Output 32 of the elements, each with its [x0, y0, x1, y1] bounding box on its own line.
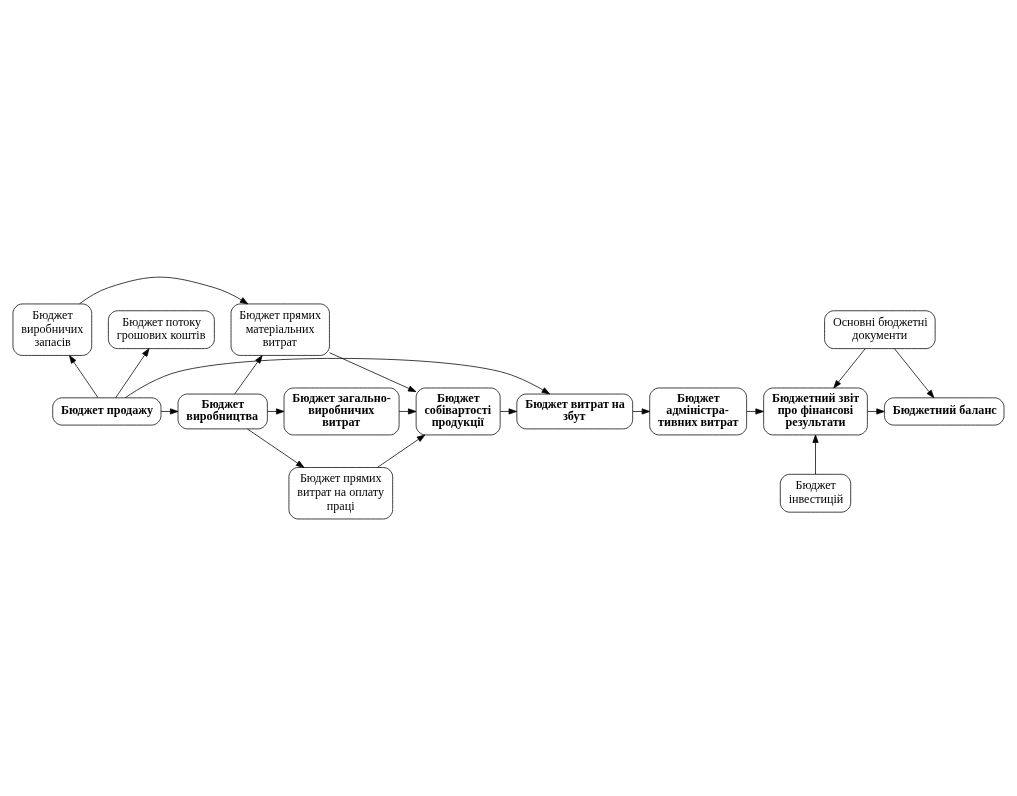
arrow [160, 408, 179, 415]
arrow [894, 348, 935, 399]
node-box: Бюджет прямих матеріальних витрат [230, 303, 330, 356]
node-box: Основні бюджетні документи [824, 310, 936, 349]
arrow [69, 355, 99, 399]
arrow [632, 408, 651, 415]
arrow [124, 358, 550, 399]
node-box: Бюджетний баланс [884, 397, 1005, 426]
arrow [115, 348, 150, 399]
node-box: Бюджет загально- виробничих витрат [283, 387, 400, 436]
node-box: Бюджет собівартості продукції [415, 387, 501, 436]
arrow [377, 434, 426, 468]
node-box: Бюджет потоку грошових коштів [108, 310, 215, 349]
node-box: Бюджет виробничих запасів [12, 303, 93, 356]
node-box: Бюджетний звіт про фінансові результати [763, 387, 868, 436]
arrow [833, 348, 866, 389]
arrow [746, 408, 764, 415]
arrow [234, 355, 263, 395]
node-box: Бюджет продажу [52, 397, 162, 426]
arrow [867, 408, 885, 415]
arrow [329, 352, 417, 393]
node-box: Бюджет виробництва [177, 393, 268, 430]
node-box: Бюджет інвестицій [779, 473, 852, 513]
node-box: Бюджет адміністра- тивних витрат [649, 387, 747, 436]
arrow [79, 276, 249, 305]
arrow [812, 434, 819, 475]
arrow [499, 408, 517, 415]
arrow [267, 408, 285, 415]
node-box: Бюджет прямих витрат на оплату праці [288, 467, 394, 520]
arrow [247, 428, 305, 468]
arrow [398, 408, 417, 415]
node-box: Бюджет витрат на збут [516, 393, 634, 430]
